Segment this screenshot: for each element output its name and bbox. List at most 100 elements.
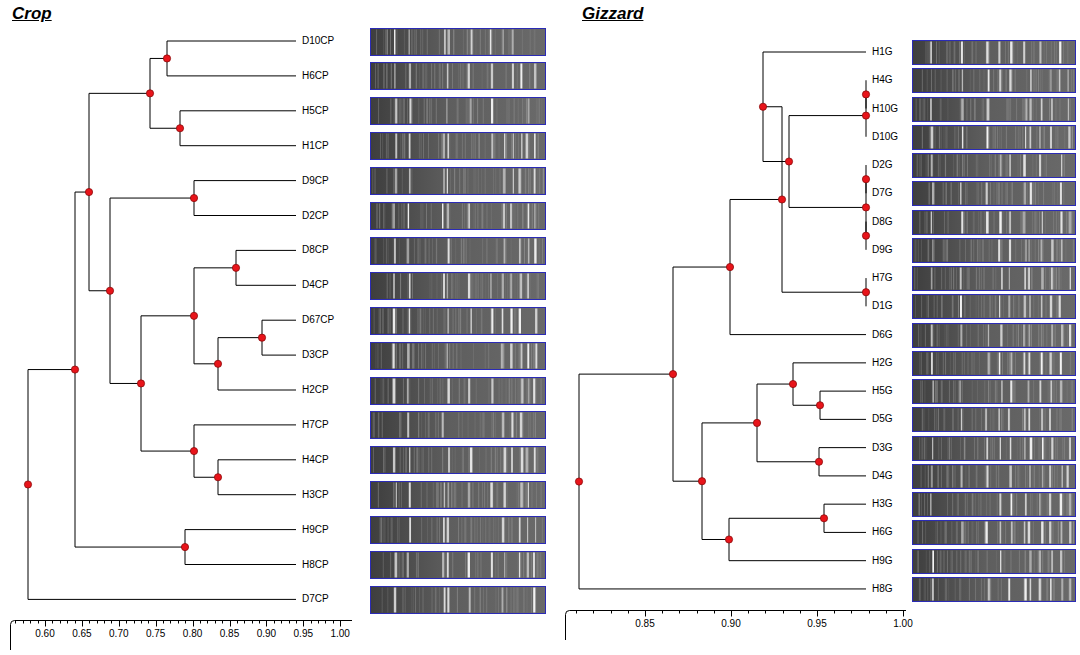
faint-band bbox=[535, 588, 536, 613]
faint-band bbox=[971, 99, 972, 121]
faint-band bbox=[457, 134, 458, 159]
faint-band bbox=[1014, 296, 1015, 318]
lane-ground bbox=[913, 295, 1076, 319]
faint-band bbox=[380, 309, 381, 334]
bright-band bbox=[503, 30, 504, 55]
lane-border bbox=[913, 211, 1076, 235]
bright-band bbox=[932, 183, 934, 205]
faint-band bbox=[1069, 522, 1070, 544]
bright-band bbox=[409, 274, 410, 299]
faint-band bbox=[385, 448, 386, 473]
faint-band bbox=[1046, 494, 1047, 516]
faint-band bbox=[528, 99, 529, 124]
faint-band bbox=[1062, 522, 1063, 544]
bright-band bbox=[510, 344, 512, 369]
faint-band bbox=[974, 99, 975, 121]
faint-band bbox=[464, 518, 465, 543]
faint-band bbox=[1049, 268, 1050, 290]
faint-band bbox=[990, 381, 991, 403]
lane-border bbox=[913, 41, 1076, 65]
faint-band bbox=[468, 553, 469, 578]
faint-band bbox=[1042, 551, 1043, 573]
faint-band bbox=[474, 588, 475, 613]
faint-band bbox=[1070, 438, 1071, 460]
faint-band bbox=[952, 296, 953, 318]
faint-band bbox=[1016, 494, 1017, 516]
faint-band bbox=[421, 134, 422, 159]
faint-band bbox=[453, 30, 454, 55]
faint-band bbox=[459, 379, 460, 404]
faint-band bbox=[375, 344, 376, 369]
faint-band bbox=[1025, 325, 1026, 347]
faint-band bbox=[486, 204, 487, 229]
faint-band bbox=[947, 127, 948, 149]
faint-band bbox=[951, 268, 952, 290]
faint-band bbox=[1051, 325, 1052, 347]
bright-band bbox=[1061, 155, 1062, 177]
faint-band bbox=[1024, 551, 1025, 573]
bright-band bbox=[1025, 99, 1027, 121]
faint-band bbox=[965, 522, 966, 544]
faint-band bbox=[995, 127, 996, 149]
faint-band bbox=[515, 309, 516, 334]
faint-band bbox=[1009, 268, 1010, 290]
faint-band bbox=[1068, 212, 1069, 234]
bright-band bbox=[988, 325, 989, 347]
faint-band bbox=[1001, 183, 1002, 205]
faint-band bbox=[1057, 438, 1058, 460]
faint-band bbox=[458, 64, 459, 89]
faint-band bbox=[1007, 183, 1008, 205]
faint-band bbox=[542, 169, 543, 194]
faint-band bbox=[996, 381, 997, 403]
bright-band bbox=[1029, 127, 1031, 149]
faint-band bbox=[488, 344, 489, 369]
bright-band bbox=[491, 379, 493, 404]
faint-band bbox=[990, 183, 991, 205]
faint-band bbox=[522, 30, 523, 55]
faint-band bbox=[933, 212, 934, 234]
faint-band bbox=[975, 409, 976, 431]
lane-border bbox=[913, 408, 1076, 432]
faint-band bbox=[483, 413, 484, 438]
bright-band bbox=[961, 42, 963, 64]
faint-band bbox=[492, 483, 493, 508]
faint-band bbox=[468, 413, 469, 438]
faint-band bbox=[482, 204, 483, 229]
bright-band bbox=[1041, 296, 1043, 318]
faint-band bbox=[1015, 522, 1016, 544]
faint-band bbox=[935, 381, 936, 403]
faint-band bbox=[988, 42, 989, 64]
faint-band bbox=[425, 344, 426, 369]
faint-band bbox=[1040, 551, 1041, 573]
bright-band bbox=[961, 466, 963, 488]
faint-band bbox=[955, 353, 956, 375]
faint-band bbox=[525, 134, 526, 159]
faint-band bbox=[495, 413, 496, 438]
faint-band bbox=[464, 239, 465, 264]
faint-band bbox=[497, 239, 498, 264]
faint-band bbox=[372, 169, 373, 194]
lane-border bbox=[913, 352, 1076, 376]
faint-band bbox=[1066, 212, 1067, 234]
faint-band bbox=[921, 296, 922, 318]
bright-band bbox=[1024, 438, 1025, 460]
faint-band bbox=[404, 30, 405, 55]
faint-band bbox=[1001, 70, 1002, 92]
faint-band bbox=[388, 518, 389, 543]
faint-band bbox=[1042, 99, 1043, 121]
faint-band bbox=[962, 381, 963, 403]
faint-band bbox=[972, 42, 973, 64]
faint-band bbox=[998, 353, 999, 375]
faint-band bbox=[1056, 409, 1057, 431]
faint-band bbox=[480, 30, 481, 55]
faint-band bbox=[472, 274, 473, 299]
faint-band bbox=[509, 30, 510, 55]
faint-band bbox=[1056, 268, 1057, 290]
lane-ground bbox=[371, 343, 546, 370]
faint-band bbox=[976, 466, 977, 488]
faint-band bbox=[538, 204, 539, 229]
faint-band bbox=[527, 274, 528, 299]
faint-band bbox=[919, 353, 920, 375]
faint-band bbox=[455, 274, 456, 299]
faint-band bbox=[958, 325, 959, 347]
